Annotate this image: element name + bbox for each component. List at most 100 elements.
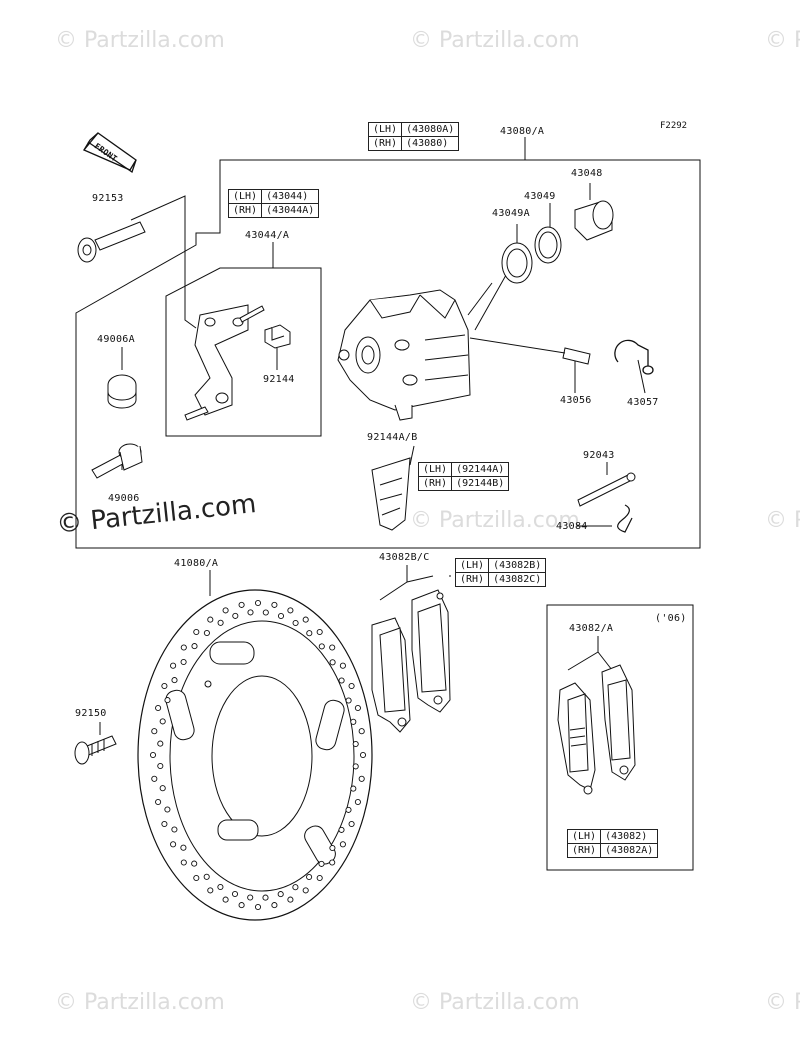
disc-hole	[350, 718, 357, 725]
table-cell: (43082)	[600, 829, 659, 844]
disc-hole	[262, 609, 269, 616]
label-pin: 49006	[108, 493, 140, 504]
disc-hole	[232, 612, 239, 619]
disc-hole	[180, 844, 187, 851]
table-cell: (92144B)	[451, 476, 510, 491]
disc-hole	[191, 643, 198, 650]
watermark-top-right: © Partzilla.com	[765, 28, 800, 53]
disc-hole	[203, 873, 210, 880]
disc-hole	[155, 798, 162, 806]
disc-hole	[271, 902, 278, 909]
watermark-top-center: © Partzilla.com	[410, 28, 580, 53]
disc-hole	[352, 763, 359, 770]
disc-hole	[345, 806, 352, 813]
disc-hole	[287, 607, 294, 614]
disc-hole	[254, 599, 262, 607]
disc-hole	[222, 607, 229, 614]
spring-icon	[264, 324, 291, 349]
disc-hole	[316, 628, 323, 636]
figure-id: F2292	[660, 121, 688, 131]
watermark-bottom-right: © Partzilla.com	[765, 990, 800, 1015]
table-cell: (RH)	[417, 476, 453, 491]
disc-hole	[306, 873, 313, 881]
disc-hole	[277, 891, 284, 898]
disc-hole	[180, 644, 187, 651]
table-cell: (43044)	[261, 189, 320, 204]
disc-hole	[316, 874, 323, 882]
piston-icon	[574, 200, 614, 241]
disc-hole	[171, 826, 178, 833]
disc-hole	[262, 894, 269, 901]
disc-hole	[247, 609, 254, 616]
disc-hole	[151, 775, 158, 782]
label-caliper: 43080/A	[500, 126, 545, 137]
table-cell: (RH)	[566, 843, 602, 858]
disc-hole	[170, 662, 177, 669]
disc-hole	[161, 820, 168, 828]
disc-hole	[287, 896, 294, 903]
disc-hole	[247, 894, 254, 901]
table-cell: (LH)	[566, 829, 602, 844]
label-year-note: ('06)	[655, 613, 687, 624]
bolt-icon	[77, 221, 146, 263]
label-seal-a: 43049	[524, 191, 556, 202]
table-cell: (43082A)	[600, 843, 659, 858]
brake-pads-icon	[371, 589, 451, 733]
disc-hole	[302, 616, 309, 623]
disc-hole	[217, 883, 224, 891]
table-cell: (RH)	[454, 572, 490, 587]
watermark-mid-center: © Partzilla.com	[410, 508, 580, 533]
label-spring: 92144	[263, 374, 295, 385]
label-bleeder: 43056	[560, 395, 592, 406]
cap-icon	[614, 339, 654, 375]
disc-hole	[358, 775, 365, 782]
disc-hole	[350, 785, 357, 792]
brake-disc-icon	[137, 589, 373, 921]
disc-hole	[170, 841, 177, 848]
disc-hole	[354, 704, 361, 712]
disc-hole	[193, 874, 200, 882]
front-arrow-icon	[82, 132, 137, 174]
disc-hole	[159, 718, 166, 725]
disc-hole	[207, 616, 214, 623]
label-pads-bc: 43082B/C	[379, 552, 430, 563]
label-pad-spring: 92144A/B	[367, 432, 418, 443]
watermark-top-left: © Partzilla.com	[55, 28, 225, 53]
watermark-mid-right: © Partzilla.com	[765, 508, 800, 533]
table-cell: (LH)	[454, 558, 490, 573]
label-boot: 49006A	[97, 334, 135, 345]
disc-hole	[171, 677, 178, 684]
boot-icon	[107, 374, 137, 409]
table-cell: (LH)	[227, 189, 263, 204]
disc-hole	[348, 682, 355, 690]
disc-hole	[149, 751, 157, 759]
disc-hole	[164, 806, 171, 813]
seal-ring-icon	[534, 226, 562, 264]
seal-icon	[501, 242, 533, 284]
label-disc-bolt: 92150	[75, 708, 107, 719]
disc-hole	[292, 884, 299, 891]
disc-hole	[306, 630, 313, 637]
bracket-icon	[184, 304, 265, 421]
table-pads-bc: (LH)(43082B) (RH)(43082C)	[454, 558, 547, 587]
disc-hole	[157, 740, 164, 747]
table-cell: (LH)	[417, 462, 453, 477]
caliper-icon	[337, 289, 471, 421]
brake-pads-06-icon	[557, 664, 636, 795]
table-pads-a: (LH)(43082) (RH)(43082A)	[566, 829, 659, 858]
label-piston: 43048	[571, 168, 603, 179]
disc-hole	[222, 896, 229, 903]
table-cell: (92144A)	[451, 462, 510, 477]
table-pad-spring: (LH)(92144A) (RH)(92144B)	[417, 462, 510, 491]
table-cell: (43082C)	[488, 572, 547, 587]
disc-hole	[348, 820, 355, 828]
disc-hole	[180, 859, 187, 866]
disc-hole	[345, 697, 352, 704]
disc-hole	[292, 619, 299, 627]
label-pad-pin: 92043	[583, 450, 615, 461]
disc-hole	[338, 826, 345, 833]
disc-hole	[358, 728, 365, 735]
label-bolt-top: 92153	[92, 193, 124, 204]
pad-spring-icon	[371, 457, 411, 531]
